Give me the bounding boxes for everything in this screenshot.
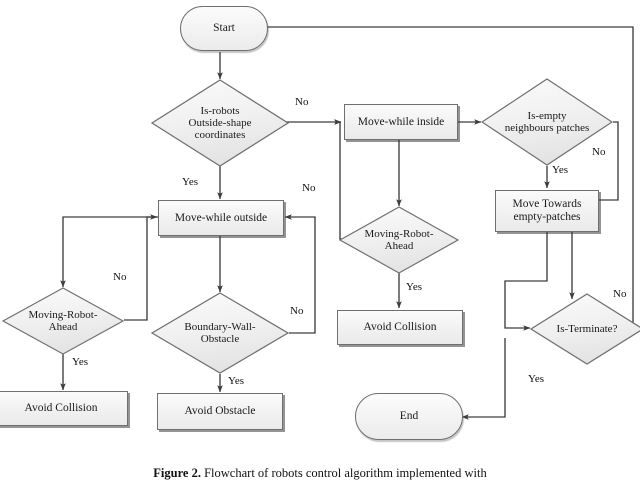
node-move-while-inside-label: Move-while inside xyxy=(357,115,445,128)
node-mra-mid-label: Moving-Robot-Ahead xyxy=(364,227,434,252)
node-boundary-wall-obstacle[interactable]: Boundary-Wall-Obstacle xyxy=(151,292,289,374)
edge-label-isempty-yes: Yes xyxy=(552,164,569,176)
edge-label-isempty-no: No xyxy=(592,146,606,158)
edge-label-isoutside-yes: Yes xyxy=(182,176,199,188)
node-move-while-inside[interactable]: Move-while inside xyxy=(344,104,458,140)
node-move-while-outside-label: Move-while outside xyxy=(174,211,268,224)
node-end-label: End xyxy=(399,410,419,423)
edge-moveoutside-to-mraleft xyxy=(60,216,158,288)
edge-label-boundary-yes: Yes xyxy=(228,375,245,387)
edge-label-mraleft-yes: Yes xyxy=(72,356,89,368)
edge-isterminate-no-to-start xyxy=(252,24,634,329)
node-moving-robot-ahead-middle[interactable]: Moving-Robot-Ahead xyxy=(339,206,459,274)
node-start[interactable]: Start xyxy=(180,6,268,51)
node-moving-robot-ahead-left[interactable]: Moving-Robot-Ahead xyxy=(2,287,124,355)
edge-label-isterminate-yes: Yes xyxy=(528,373,545,385)
node-is-terminate[interactable]: Is-Terminate? xyxy=(530,293,640,365)
edge-label-boundary-no: No xyxy=(290,305,304,317)
node-move-while-outside[interactable]: Move-while outside xyxy=(158,200,284,236)
node-avoid-collision-left-label: Avoid Collision xyxy=(24,402,98,415)
node-avoid-obstacle[interactable]: Avoid Obstacle xyxy=(157,393,283,430)
node-avoid-collision-left[interactable]: Avoid Collision xyxy=(0,391,128,426)
figure-caption: Figure 2. Flowchart of robots control al… xyxy=(0,466,640,481)
edge-label-mraleft-no: No xyxy=(113,271,127,283)
node-end[interactable]: End xyxy=(355,393,463,440)
edge-label-isoutside-no: No xyxy=(295,96,309,108)
node-avoid-collision-middle[interactable]: Avoid Collision xyxy=(337,310,463,345)
edge-label-mramid-no: No xyxy=(302,182,316,194)
node-avoid-collision-mid-label: Avoid Collision xyxy=(363,321,437,334)
figure-caption-number: Figure 2. xyxy=(153,466,201,480)
edge-label-mramid-yes: Yes xyxy=(406,281,423,293)
edge-isterminate-yes-to-end xyxy=(461,338,506,420)
figure-caption-text: Flowchart of robots control algorithm im… xyxy=(200,466,487,480)
node-is-terminate-label: Is-Terminate? xyxy=(556,322,618,335)
node-mra-left-label: Moving-Robot-Ahead xyxy=(28,308,98,333)
edge-label-isterminate-no: No xyxy=(613,288,627,300)
node-avoid-obstacle-label: Avoid Obstacle xyxy=(184,405,256,418)
node-boundary-label: Boundary-Wall-Obstacle xyxy=(184,320,256,345)
node-start-label: Start xyxy=(213,22,235,35)
